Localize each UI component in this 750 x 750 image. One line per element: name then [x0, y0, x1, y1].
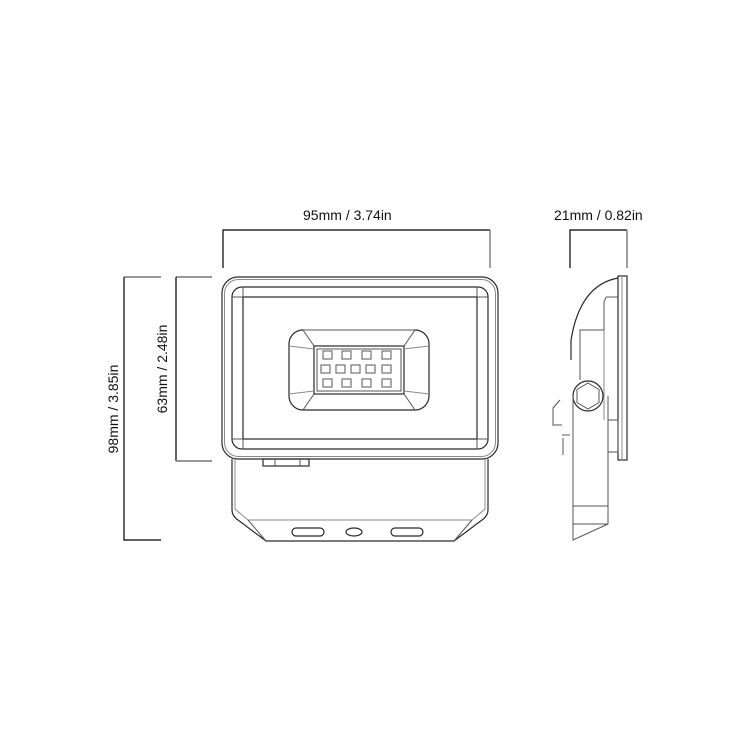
body-height-dimension-label: 63mm / 2.48in: [154, 324, 170, 414]
led-row-3: [322, 378, 392, 388]
front-view: [221, 276, 499, 542]
side-view: [552, 275, 628, 541]
width-dimension-label: 95mm / 3.74in: [303, 207, 392, 223]
depth-dimension-label: 21mm / 0.82in: [554, 207, 643, 223]
dimension-depth-bracket: [569, 229, 628, 268]
cable-connector: [262, 458, 310, 467]
dimension-width-bracket: [222, 229, 491, 268]
led-module: [288, 329, 430, 411]
led-row-2: [320, 364, 392, 374]
dimension-total-height-bracket: [123, 276, 161, 541]
total-height-dimension-label: 98mm / 3.85in: [105, 364, 121, 454]
mounting-bracket-front: [231, 459, 489, 542]
dimension-body-height-bracket: [175, 276, 212, 462]
led-row-1: [322, 350, 392, 360]
